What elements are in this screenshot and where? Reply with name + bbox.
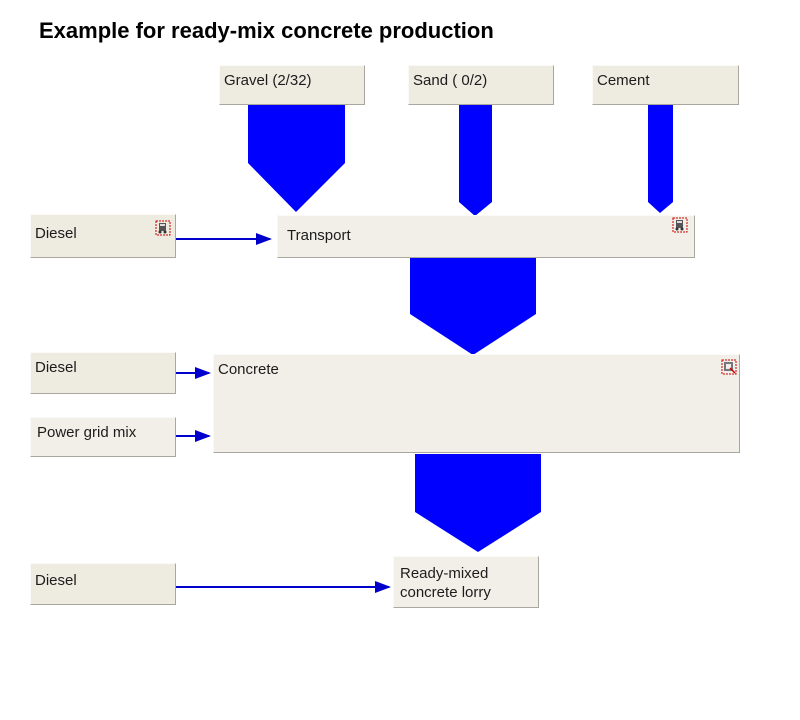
node-concrete-label: Concrete: [218, 361, 279, 378]
node-transport-label: Transport: [287, 227, 351, 244]
node-gravel[interactable]: Gravel (2/32): [219, 65, 365, 105]
process-icon: [721, 359, 737, 375]
diagram-title: Example for ready-mix concrete productio…: [39, 18, 494, 43]
flow-cement-to-transport: [648, 105, 673, 213]
node-lorry-label: Ready-mixed concrete lorry: [400, 565, 491, 601]
flow-sand-to-transport: [459, 105, 492, 216]
node-diesel-concrete[interactable]: Diesel: [30, 352, 176, 394]
process-icon: [672, 217, 688, 233]
node-gravel-label: Gravel (2/32): [224, 72, 312, 89]
node-diesel-transport[interactable]: Diesel: [30, 214, 176, 258]
flow-transport-to-concrete: [410, 256, 536, 355]
node-power-grid[interactable]: Power grid mix: [30, 417, 176, 457]
node-concrete[interactable]: Concrete: [213, 354, 740, 453]
node-lorry[interactable]: Ready-mixed concrete lorry: [393, 556, 539, 608]
node-diesel-transport-label: Diesel: [35, 225, 77, 242]
flow-concrete-to-lorry: [415, 454, 541, 552]
node-power-grid-label: Power grid mix: [37, 424, 137, 441]
node-diesel-lorry[interactable]: Diesel: [30, 563, 176, 605]
flow-gravel-to-transport: [248, 105, 345, 212]
node-cement-label: Cement: [597, 72, 650, 89]
node-sand-label: Sand ( 0/2): [413, 72, 488, 89]
node-transport[interactable]: Transport: [277, 215, 695, 258]
node-diesel-lorry-label: Diesel: [35, 572, 77, 589]
node-sand[interactable]: Sand ( 0/2): [408, 65, 554, 105]
node-cement[interactable]: Cement: [592, 65, 739, 105]
process-icon: [155, 220, 171, 236]
node-diesel-concrete-label: Diesel: [35, 359, 77, 376]
